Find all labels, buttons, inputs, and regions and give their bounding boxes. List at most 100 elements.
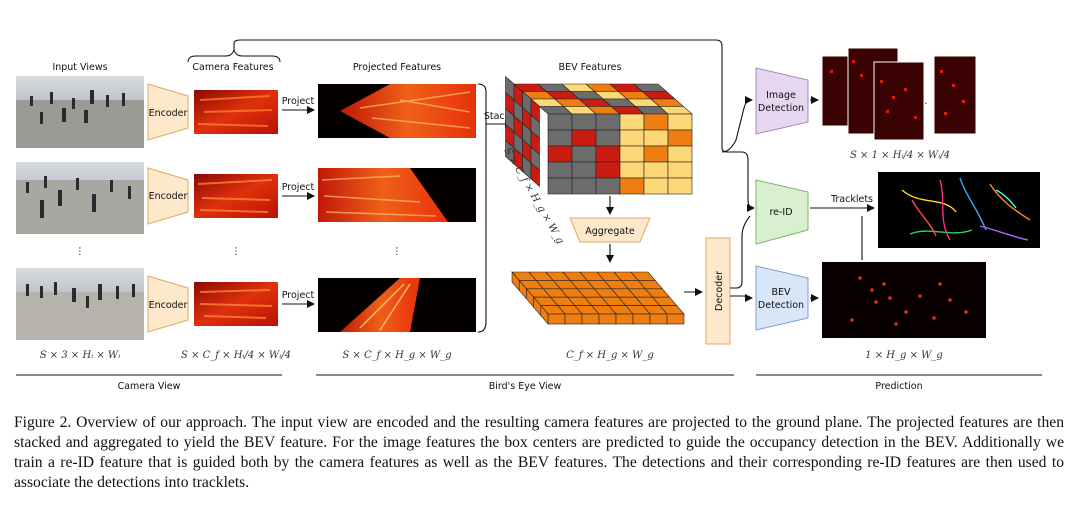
camera-to-image-detection bbox=[721, 96, 753, 153]
projected-features-title: Projected Features bbox=[353, 62, 441, 73]
input-view-1 bbox=[16, 76, 144, 148]
cube-front-cell bbox=[619, 145, 645, 163]
input-view-3 bbox=[16, 268, 144, 340]
encoder-2-label: Encoder bbox=[149, 191, 188, 202]
cube-front-cell bbox=[571, 145, 597, 163]
projected-feature-2 bbox=[318, 168, 476, 222]
encoder-3: Encoder bbox=[147, 275, 189, 333]
slab-front-cell bbox=[547, 313, 566, 325]
input-dim: S × 3 × Hᵢ × Wᵢ bbox=[40, 350, 120, 361]
cube-front-cell bbox=[643, 161, 669, 179]
cube-front-cell bbox=[547, 161, 573, 179]
bev-detection-label-2: Detection bbox=[758, 300, 804, 311]
cube-front-cell bbox=[643, 177, 669, 195]
encoder-1: Encoder bbox=[147, 83, 189, 141]
cube-front-cell bbox=[643, 145, 669, 163]
cube-front-cell bbox=[595, 161, 621, 179]
slab-front-cell bbox=[649, 313, 668, 325]
camera-features-title: Camera Features bbox=[192, 62, 273, 73]
image-detection-dim: S × 1 × Hᵢ/4 × Wᵢ/4 bbox=[850, 150, 950, 161]
cube-front-cell bbox=[571, 177, 597, 195]
cube-front-cell bbox=[595, 177, 621, 195]
cube-front-cell bbox=[595, 113, 621, 131]
decoder-to-reid bbox=[730, 215, 751, 289]
bev-dim: C_f × H_g × W_g bbox=[566, 350, 654, 361]
camera-features-ellipsis: ⋮ bbox=[231, 246, 241, 257]
bev-detection-head: BEV Detection bbox=[755, 265, 809, 331]
projected-dim: S × C_f × H_g × W_g bbox=[342, 350, 451, 361]
cube-front-cell bbox=[619, 113, 645, 131]
camera-to-reid-connector bbox=[233, 39, 755, 212]
image-detection-head: Image Detection bbox=[755, 67, 809, 135]
cube-front-cell bbox=[595, 145, 621, 163]
decoder-label: Decoder bbox=[714, 271, 725, 311]
aggregate-block bbox=[569, 217, 651, 243]
projected-feature-3 bbox=[318, 278, 476, 332]
decoder-block bbox=[705, 237, 731, 345]
cube-front-cell bbox=[643, 113, 669, 131]
cube-front-cell bbox=[619, 161, 645, 179]
cube-front-cell bbox=[667, 161, 693, 179]
cube-front-cell bbox=[547, 129, 573, 147]
slab-front-cell bbox=[598, 313, 617, 325]
cube-front-cell bbox=[571, 113, 597, 131]
tracklets-label: Tracklets bbox=[830, 194, 873, 205]
cube-front-cell bbox=[547, 177, 573, 195]
cube-front-cell bbox=[667, 113, 693, 131]
bev-detection-dim: 1 × H_g × W_g bbox=[865, 350, 943, 361]
bev-detection-heatmap bbox=[822, 262, 986, 338]
input-views-title: Input Views bbox=[52, 62, 107, 73]
overview-diagram: Input Views Camera Features Projected Fe… bbox=[16, 39, 1042, 392]
tracklets-image bbox=[878, 172, 1040, 248]
cube-front-cell bbox=[547, 113, 573, 131]
figure-caption: Figure 2. Overview of our approach. The … bbox=[14, 414, 1064, 491]
camera-feature-2 bbox=[194, 174, 278, 218]
cube-front-cell bbox=[667, 129, 693, 147]
decoder-to-bev-detection bbox=[730, 294, 753, 302]
stack-label: Stack bbox=[484, 111, 511, 122]
camera-dim: S × C_f × Hᵢ/4 × Wᵢ/4 bbox=[181, 350, 291, 361]
encoder-2: Encoder bbox=[147, 167, 189, 225]
projected-features-ellipsis: ⋮ bbox=[392, 246, 402, 257]
bev-stacked-cube bbox=[505, 75, 693, 195]
bev-aggregated-slab bbox=[511, 271, 685, 325]
image-detection-heatmaps: … bbox=[821, 47, 977, 141]
camera-view-section: Camera View bbox=[118, 381, 181, 392]
project-label-3: Project bbox=[282, 290, 315, 301]
input-view-2 bbox=[16, 162, 144, 234]
cube-front-cell bbox=[643, 129, 669, 147]
cube-side-cell bbox=[530, 162, 540, 188]
camera-feature-3 bbox=[194, 282, 278, 326]
cube-front-cell bbox=[547, 145, 573, 163]
bev-features-title: BEV Features bbox=[559, 62, 622, 73]
cube-front-cell bbox=[571, 161, 597, 179]
project-label-1: Project bbox=[282, 96, 315, 107]
cube-front-cell bbox=[619, 177, 645, 195]
heatmaps-ellipsis: … bbox=[918, 96, 928, 107]
image-detection-label-2: Detection bbox=[758, 103, 804, 114]
prediction-section: Prediction bbox=[875, 381, 922, 392]
cube-front-cell bbox=[667, 145, 693, 163]
slab-front-cell bbox=[581, 313, 600, 325]
slab-side-cell bbox=[540, 304, 549, 325]
encoder-3-label: Encoder bbox=[149, 300, 188, 311]
image-detection-label-1: Image bbox=[766, 90, 796, 101]
aggregate-label: Aggregate bbox=[585, 226, 635, 237]
cube-front-cell bbox=[571, 129, 597, 147]
project-label-2: Project bbox=[282, 182, 315, 193]
camera-features-brace bbox=[187, 48, 281, 63]
encoder-1-label: Encoder bbox=[149, 108, 188, 119]
slab-front-cell bbox=[666, 313, 685, 325]
slab-front-cell bbox=[632, 313, 651, 325]
cube-front-cell bbox=[667, 177, 693, 195]
cube-front-cell bbox=[619, 129, 645, 147]
bev-detection-label-1: BEV bbox=[771, 287, 791, 298]
stack-bracket bbox=[477, 83, 487, 333]
projected-feature-1 bbox=[318, 84, 476, 138]
birds-eye-view-section: Bird's Eye View bbox=[489, 381, 562, 392]
reid-head: re-ID bbox=[755, 179, 809, 245]
input-views-ellipsis: ⋮ bbox=[75, 246, 85, 257]
cube-front-cell bbox=[595, 129, 621, 147]
slab-front-cell bbox=[564, 313, 583, 325]
camera-feature-1 bbox=[194, 90, 278, 134]
